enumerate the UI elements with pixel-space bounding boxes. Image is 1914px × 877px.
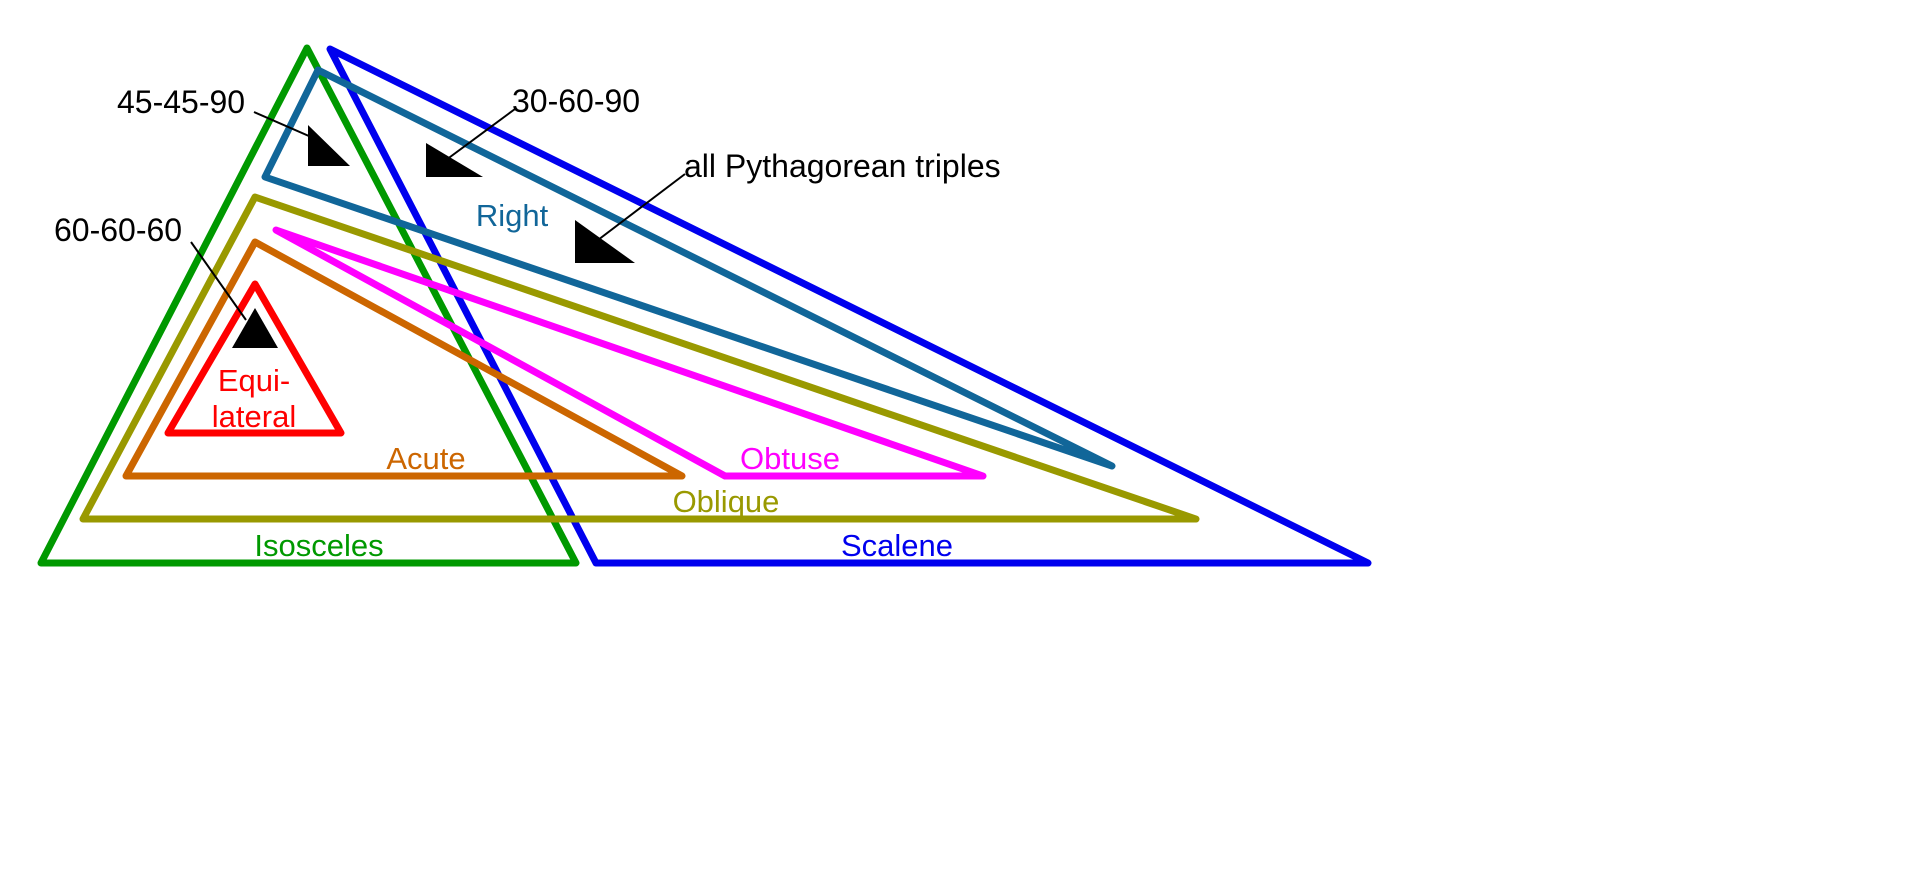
marker-45-45-90 xyxy=(308,125,350,166)
label-oblique: Oblique xyxy=(673,484,780,519)
equilateral-triangle xyxy=(164,280,345,437)
annotation-30-60-90: 30-60-90 xyxy=(512,83,640,119)
annotation-pythagorean: all Pythagorean triples xyxy=(684,148,1001,184)
oblique-triangle xyxy=(79,193,1200,523)
leader-60-60-60 xyxy=(190,241,247,321)
label-acute: Acute xyxy=(386,441,465,476)
marker-30-60-90 xyxy=(426,143,483,177)
label-obtuse: Obtuse xyxy=(740,441,840,476)
label-scalene: Scalene xyxy=(841,528,953,563)
label-equilateral-line2: lateral xyxy=(212,399,296,434)
annotation-45-45-90: 45-45-90 xyxy=(117,84,245,120)
leader-45-45-90 xyxy=(253,111,319,141)
leader-30-60-90 xyxy=(445,108,516,161)
leader-pythagorean xyxy=(597,173,686,241)
obtuse-triangle xyxy=(272,226,987,480)
marker-pythagorean xyxy=(575,220,635,263)
marker-60-60-60 xyxy=(232,308,278,348)
scalene-triangle xyxy=(326,45,1372,567)
label-isosceles: Isosceles xyxy=(254,528,383,563)
right-triangle xyxy=(261,66,1116,470)
label-equilateral-line1: Equi- xyxy=(218,363,290,398)
isosceles-triangle xyxy=(37,44,580,567)
acute-triangle xyxy=(122,238,686,480)
annotation-60-60-60: 60-60-60 xyxy=(54,212,182,248)
label-right: Right xyxy=(476,198,549,233)
